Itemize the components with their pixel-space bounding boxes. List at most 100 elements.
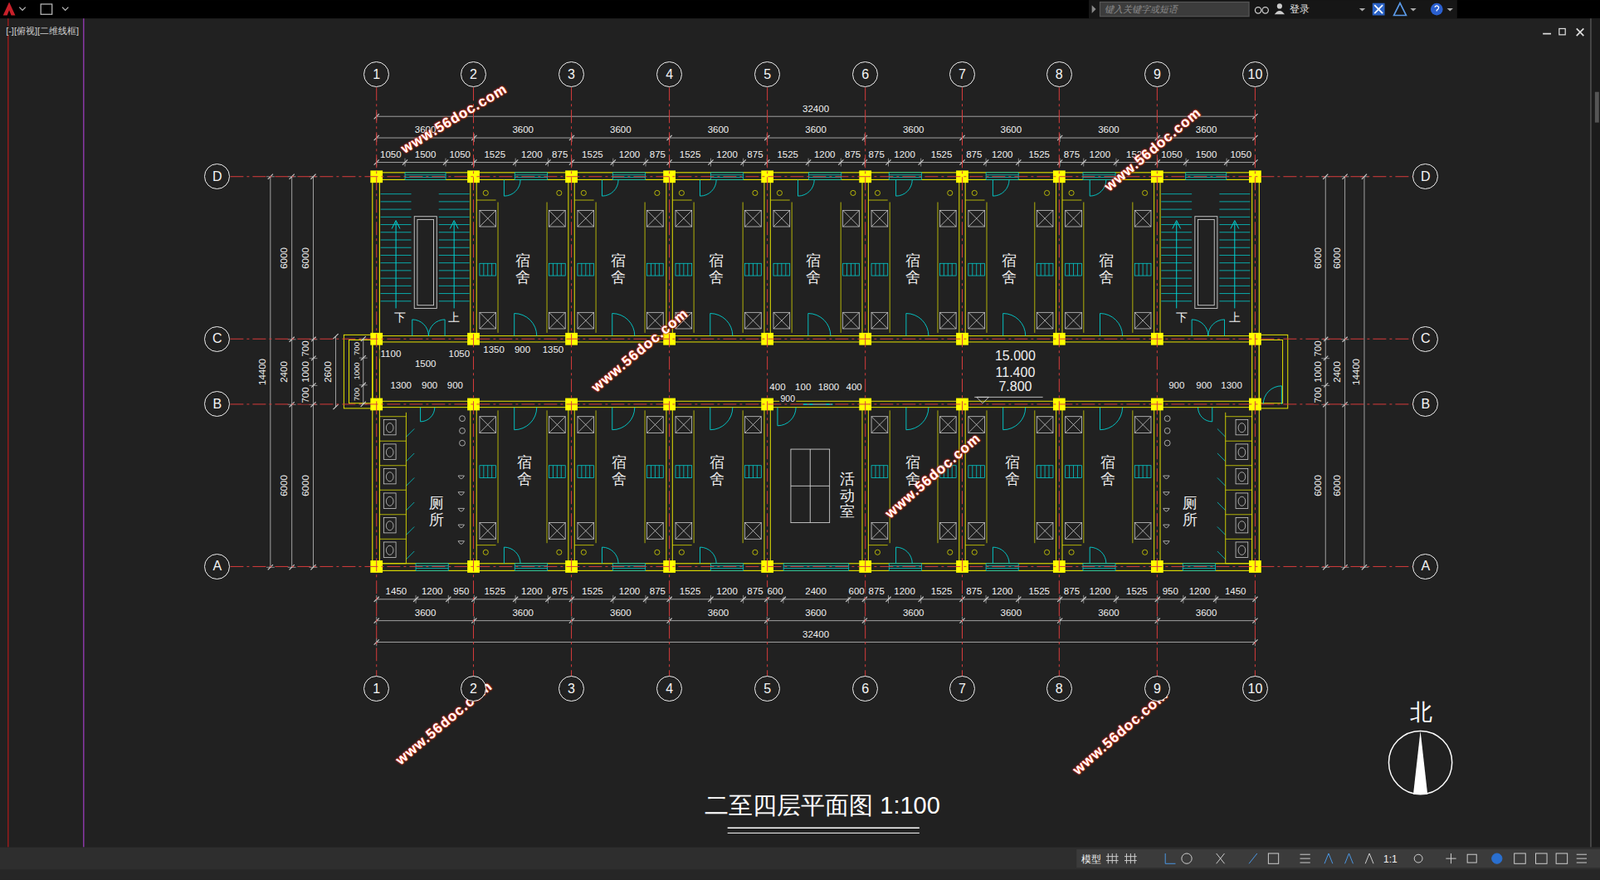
bed-ladder	[773, 263, 791, 276]
window	[1082, 172, 1083, 181]
shaft-cross	[479, 312, 497, 329]
dim-line	[376, 619, 1256, 621]
shaft-box	[479, 522, 497, 540]
shaft-cross	[968, 312, 986, 329]
shaft-cross	[871, 209, 888, 227]
window	[448, 563, 449, 571]
shaft-cross	[1134, 209, 1152, 227]
stall-partition	[379, 562, 406, 564]
infocenter-bar	[1088, 0, 1458, 19]
stair-arrow	[449, 220, 459, 309]
help-icon	[1430, 3, 1444, 16]
bed-ladder	[1146, 263, 1148, 276]
axis-bubble: B	[204, 390, 230, 417]
quick-access-icon	[40, 4, 53, 15]
window	[404, 174, 446, 176]
dimension-text: 1300	[389, 380, 413, 391]
partition-wall	[862, 407, 864, 564]
shaft-box	[939, 416, 957, 434]
stair-arrow	[391, 220, 400, 309]
partition-wall	[958, 179, 960, 336]
axis-number: 8	[1055, 682, 1064, 696]
stair-tread	[1219, 200, 1250, 202]
window	[1185, 179, 1227, 181]
dim-line	[312, 176, 314, 568]
door-swing	[1263, 385, 1282, 405]
polar-icon	[1181, 853, 1192, 864]
hardware-icon	[1492, 853, 1503, 864]
bed-ladder	[1044, 465, 1046, 479]
axis-number: 10	[1247, 682, 1263, 696]
bed-ladder	[654, 465, 656, 479]
door-swing	[514, 313, 537, 337]
partition-wall	[965, 407, 966, 564]
stall-partition	[1225, 489, 1253, 491]
stall-door	[1217, 502, 1226, 511]
stall-partition	[379, 513, 406, 515]
bed-ladder	[687, 465, 688, 479]
dimension-text: 875	[868, 150, 886, 161]
window	[1185, 171, 1227, 173]
door-swing	[420, 407, 435, 422]
window	[1082, 563, 1083, 571]
room-name: 厕所	[1182, 495, 1198, 529]
bed-line	[1034, 202, 1035, 333]
dim-line	[1344, 176, 1346, 568]
room-name: 宿舍	[1100, 454, 1116, 488]
bed-ladder	[678, 465, 680, 479]
window	[612, 172, 614, 181]
bed-ladder	[650, 465, 652, 479]
bath-partition	[1062, 544, 1082, 546]
toilet-fixture	[383, 517, 396, 532]
door-swing	[1191, 319, 1209, 337]
bed-ladder	[752, 465, 754, 479]
basin	[947, 190, 953, 196]
axis-bubble: 6	[852, 61, 879, 88]
door-swing	[700, 546, 718, 564]
dimension-text: 700	[301, 385, 312, 404]
window	[808, 174, 841, 176]
ortho-icon	[1165, 853, 1176, 864]
menu-arrow	[62, 7, 69, 11]
urinal	[1163, 524, 1170, 528]
door-swing	[601, 179, 619, 196]
window-gap	[888, 563, 922, 571]
axis-number: B	[1420, 397, 1430, 411]
shaft-box	[871, 209, 888, 227]
bed-line	[546, 202, 548, 333]
bed-ladder	[479, 465, 497, 479]
search-box	[1100, 2, 1250, 17]
partition-wall	[763, 179, 765, 336]
dimension-text: 700	[1313, 340, 1324, 358]
bed-ladder	[968, 263, 986, 276]
bed-ladder	[1134, 263, 1152, 276]
bed-ladder	[874, 263, 876, 276]
window	[514, 570, 547, 571]
bed-ladder	[871, 465, 888, 479]
window	[710, 174, 743, 176]
shaft-box	[479, 416, 497, 434]
door-swing	[992, 179, 1010, 196]
ui-text: 1:1	[1382, 853, 1399, 864]
dimension-text: 1525	[930, 586, 954, 597]
axis-line	[668, 87, 670, 676]
stall-partition	[1225, 464, 1253, 466]
partition-wall	[476, 407, 478, 564]
stair-well	[417, 219, 435, 305]
bed-ladder	[748, 465, 750, 479]
partition-wall	[1153, 179, 1155, 336]
window	[1182, 563, 1184, 571]
dimension-text: 3600	[1195, 608, 1219, 619]
bed-ladder	[1134, 465, 1152, 479]
entrance-porch	[343, 334, 372, 409]
status-base	[0, 869, 1600, 880]
stair-tread	[1160, 200, 1192, 202]
bed-line	[742, 409, 744, 543]
bed-ladder	[1065, 263, 1083, 276]
bed-line	[1082, 202, 1084, 333]
door-swing	[700, 179, 718, 196]
axis-line	[473, 87, 474, 676]
shaft-cross	[968, 522, 986, 540]
window	[514, 563, 516, 571]
window	[783, 570, 849, 571]
